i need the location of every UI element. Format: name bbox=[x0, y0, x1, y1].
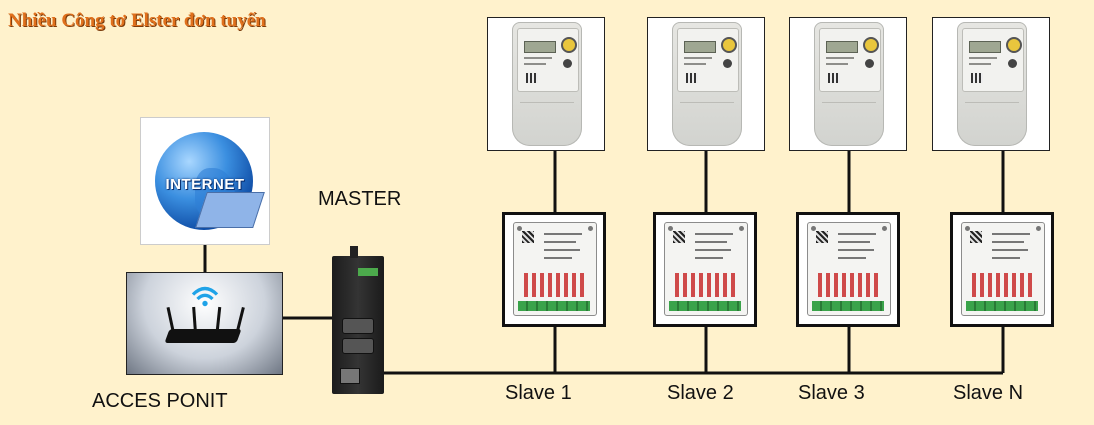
converter-1 bbox=[502, 212, 606, 327]
laptop-icon bbox=[195, 192, 265, 228]
converter-icon bbox=[664, 222, 748, 316]
slave-label-2: Slave 2 bbox=[667, 382, 734, 404]
converter-3 bbox=[796, 212, 900, 327]
meter-3 bbox=[789, 17, 907, 151]
meter-icon bbox=[672, 22, 742, 146]
slave-label-n: Slave N bbox=[953, 382, 1024, 404]
master-label: MASTER bbox=[318, 188, 402, 210]
router-icon bbox=[164, 329, 242, 343]
access-point-node bbox=[126, 272, 283, 375]
converter-icon bbox=[513, 222, 597, 316]
meter-2 bbox=[647, 17, 765, 151]
internet-node: INTERNET bbox=[140, 117, 270, 245]
internet-label: INTERNET bbox=[165, 176, 245, 193]
converter-icon bbox=[961, 222, 1045, 316]
wifi-icon bbox=[191, 286, 219, 307]
master-device bbox=[332, 246, 384, 394]
converter-4 bbox=[950, 212, 1054, 327]
access-point-label: ACCES PONIT bbox=[92, 390, 228, 412]
meter-1 bbox=[487, 17, 605, 151]
meter-4 bbox=[932, 17, 1050, 151]
slave-label-3: Slave 3 bbox=[798, 382, 865, 404]
meter-icon bbox=[957, 22, 1027, 146]
meter-icon bbox=[814, 22, 884, 146]
converter-2 bbox=[653, 212, 757, 327]
slave-label-1: Slave 1 bbox=[505, 382, 572, 404]
converter-icon bbox=[807, 222, 891, 316]
meter-icon bbox=[512, 22, 582, 146]
diagram-title: Nhiều Công tơ Elster đơn tuyến bbox=[8, 10, 266, 31]
